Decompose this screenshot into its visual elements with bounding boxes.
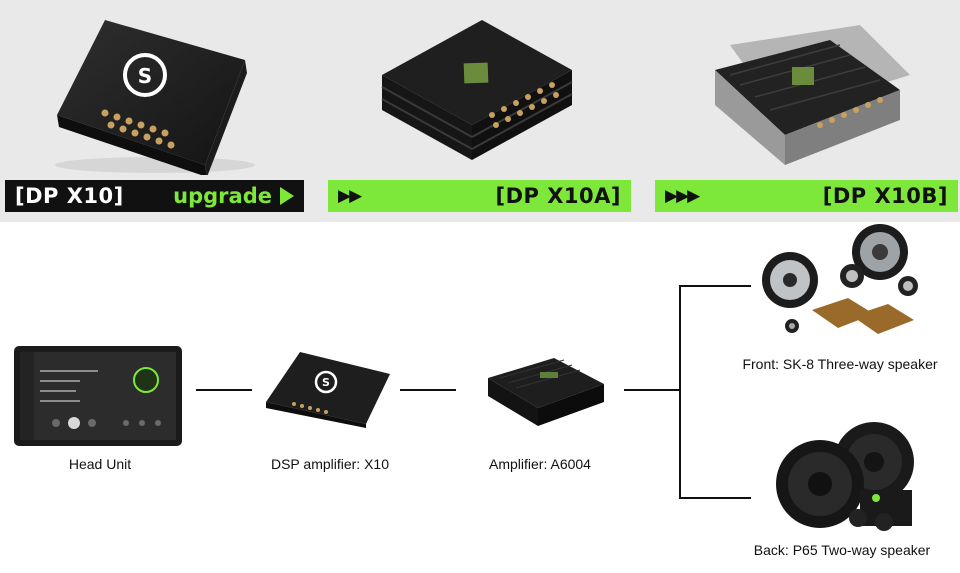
dsp-amplifier-label: DSP amplifier: X10 <box>270 456 389 472</box>
banner-dp-x10b-model: [DP X10B] <box>822 184 948 208</box>
dsp-x10-image: S <box>266 352 390 428</box>
dp-x10-device-image: S <box>55 20 255 175</box>
head-unit-image <box>14 346 182 446</box>
amplifier-label: Amplifier: A6004 <box>489 456 591 472</box>
front-speaker-label: Front: SK-8 Three-way speaker <box>742 356 938 372</box>
head-unit-label: Head Unit <box>68 456 132 472</box>
connector-headunit-dsp <box>196 389 252 391</box>
banner-upgrade-label: upgrade <box>173 184 272 208</box>
double-arrow-icon: ▶▶ <box>338 186 362 206</box>
amplifier-a6004-image <box>488 358 604 426</box>
triple-arrow-icon: ▶▶▶ <box>665 186 700 206</box>
front-speaker-sk8-image <box>762 224 918 334</box>
dp-x10a-device-image <box>381 20 573 160</box>
banner-dp-x10a-model: [DP X10A] <box>495 184 621 208</box>
play-arrow-icon <box>280 187 294 205</box>
svg-text:S: S <box>138 64 152 88</box>
connector-branch-vertical <box>679 285 681 499</box>
back-speaker-p65-image <box>776 422 914 531</box>
svg-text:S: S <box>322 376 330 389</box>
connector-dsp-amp <box>400 389 456 391</box>
banner-dp-x10: [DP X10] upgrade <box>5 180 304 212</box>
connector-branch-front <box>679 285 751 287</box>
connector-amp-branch <box>624 389 680 391</box>
back-speaker-label: Back: P65 Two-way speaker <box>753 542 931 558</box>
banner-dp-x10-model: [DP X10] <box>15 184 124 208</box>
banner-dp-x10b: ▶▶▶ [DP X10B] <box>655 180 958 212</box>
dp-x10b-device-image <box>715 25 910 165</box>
connector-branch-back <box>679 497 751 499</box>
banner-dp-x10a: ▶▶ [DP X10A] <box>328 180 631 212</box>
